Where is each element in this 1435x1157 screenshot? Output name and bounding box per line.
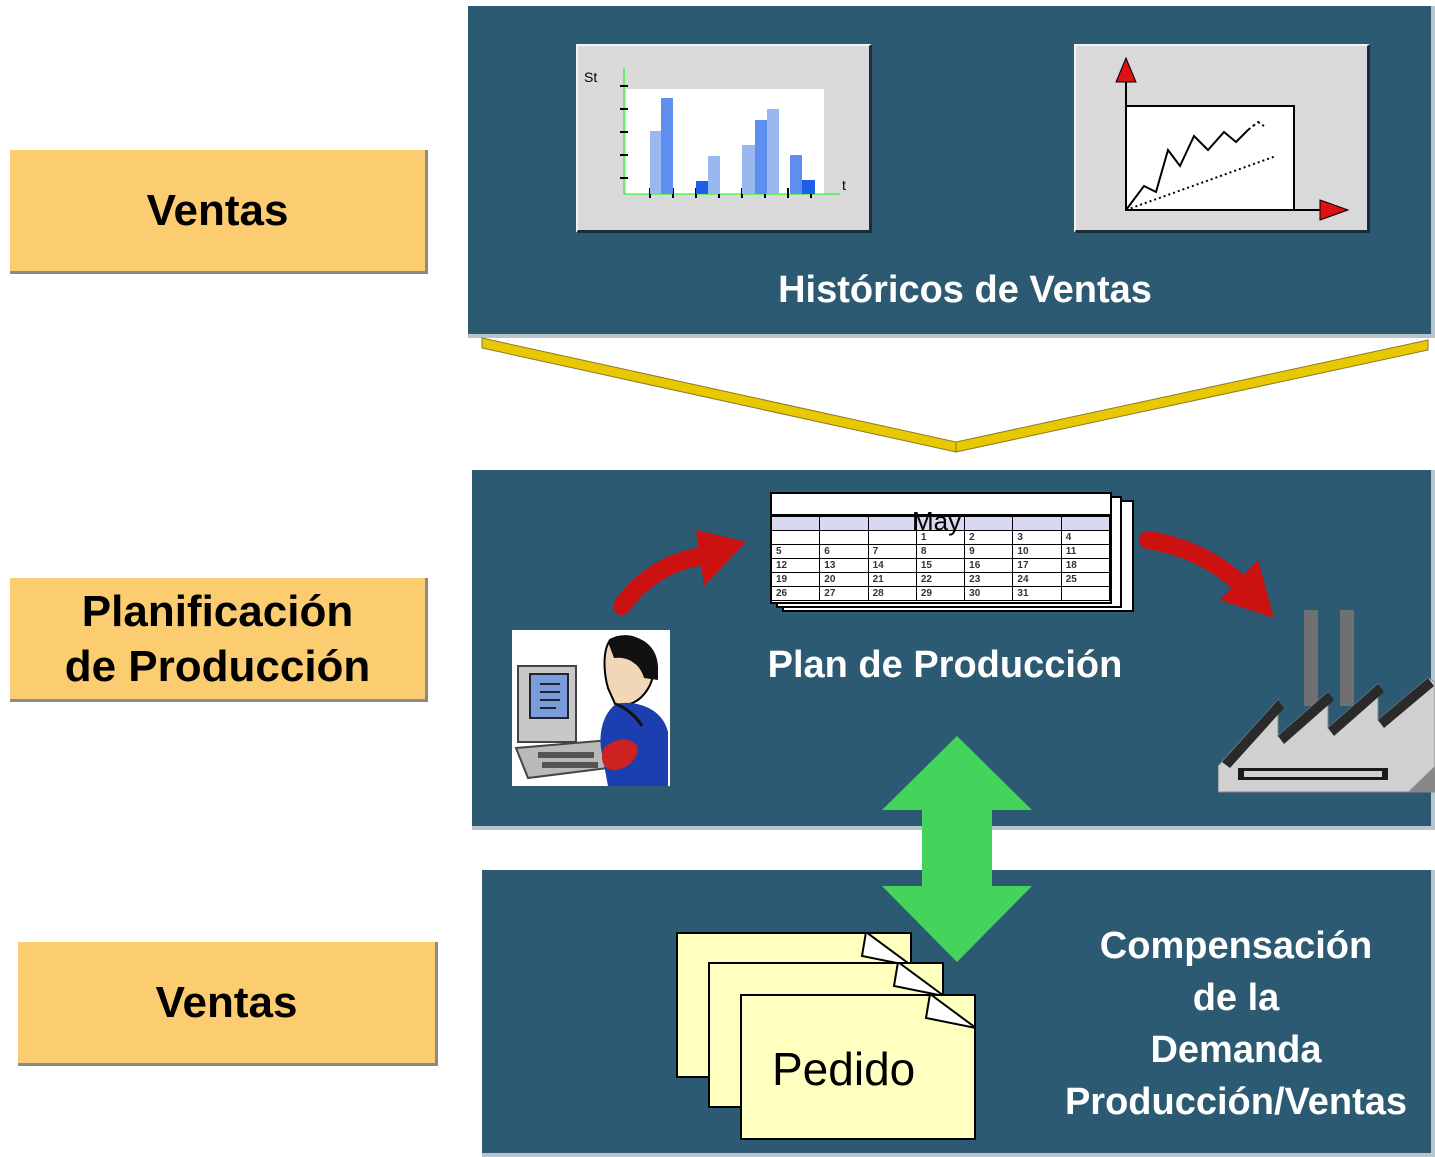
calendar-day-cell: 10 xyxy=(1013,545,1062,559)
document-label: Pedido xyxy=(772,1043,916,1095)
label-ventas-bottom: Ventas xyxy=(18,942,438,1066)
calendar-day-cell: 17 xyxy=(1013,559,1062,573)
calendar-day-cell: 19 xyxy=(772,573,821,587)
calendar-day-cell: 16 xyxy=(965,559,1014,573)
red-arrow-to-calendar xyxy=(613,530,746,615)
calendar-day-cell: 6 xyxy=(820,545,869,559)
calendar-day-cell: 31 xyxy=(1013,587,1062,601)
document-fold xyxy=(860,932,912,967)
double-arrow-icon[interactable] xyxy=(880,734,1034,966)
calendar-day-cell: 28 xyxy=(868,587,917,601)
calendar-day-cell: 3 xyxy=(1013,531,1062,545)
converging-connector xyxy=(481,337,1429,453)
document-stack-icon: Pedido xyxy=(740,994,976,1140)
demand-text-line4: Producción/Ventas xyxy=(1064,1081,1408,1123)
red-arrow-to-factory xyxy=(1139,531,1274,618)
calendar-header-cell xyxy=(772,517,821,531)
calendar-day-cell: 23 xyxy=(965,573,1014,587)
demand-text-line3: Demanda xyxy=(1150,1029,1322,1071)
calendar-day-cell xyxy=(772,531,821,545)
calendar-day-cell: 25 xyxy=(1061,573,1110,587)
calendar-day-cell: 5 xyxy=(772,545,821,559)
person-computer-icon xyxy=(512,630,670,786)
historicos-title: Históricos de Ventas xyxy=(778,269,1152,311)
calendar-day-cell: 29 xyxy=(916,587,966,601)
line-chart-thumbnail xyxy=(1074,44,1370,233)
calendar-day-cell: 1 xyxy=(916,531,966,545)
calendar-day-cell xyxy=(820,531,869,545)
calendar-day-cell: 22 xyxy=(916,573,966,587)
calendar-header-cell xyxy=(1061,517,1110,531)
label-planificacion-line2: de Producción xyxy=(64,641,371,691)
calendar-day-cell: 4 xyxy=(1061,531,1110,545)
calendar-day-cell: 12 xyxy=(772,559,821,573)
bar-chart-icon: St t xyxy=(584,68,846,198)
factory-icon xyxy=(1218,610,1435,793)
bar-chart-thumbnail: St t xyxy=(576,44,872,233)
document-fold xyxy=(892,962,944,997)
calendar-header-cell xyxy=(1013,517,1062,531)
calendar-header-cell xyxy=(916,517,966,531)
calendar-day-cell: 15 xyxy=(916,559,966,573)
calendar-day-cell: 11 xyxy=(1061,545,1110,559)
calendar-day-cell: 8 xyxy=(916,545,966,559)
calendar-day-cell xyxy=(868,531,917,545)
calendar-day-cell: 21 xyxy=(868,573,917,587)
line-chart-icon xyxy=(1115,56,1350,221)
label-planificacion: Planificación de Producción xyxy=(10,578,428,702)
calendar-day-cell: 26 xyxy=(772,587,821,601)
calendar-header-cell xyxy=(965,517,1014,531)
calendar-day-cell: 14 xyxy=(868,559,917,573)
label-ventas-top: Ventas xyxy=(10,150,428,274)
demand-text-line2: de la xyxy=(1192,977,1280,1019)
demand-text: Compensación de la Demanda Producción/Ve… xyxy=(1040,920,1432,1128)
calendar-day-cell: 18 xyxy=(1061,559,1110,573)
calendar-header xyxy=(772,494,1110,516)
calendar-header-cell xyxy=(868,517,917,531)
calendar-day-cell: 7 xyxy=(868,545,917,559)
calendar-day-cell: 20 xyxy=(820,573,869,587)
bar-chart-xlabel: t xyxy=(842,177,846,193)
document-fold xyxy=(924,994,976,1029)
calendar-day-cell xyxy=(1061,587,1110,601)
calendar-day-cell: 30 xyxy=(965,587,1014,601)
calendar-day-cell: 24 xyxy=(1013,573,1062,587)
label-planificacion-line1: Planificación xyxy=(81,586,354,636)
calendar-day-cell: 13 xyxy=(820,559,869,573)
calendar-day-cell: 27 xyxy=(820,587,869,601)
plan-title: Plan de Producción xyxy=(767,644,1123,686)
calendar-header-cell xyxy=(820,517,869,531)
demand-text-line1: Compensación xyxy=(1099,925,1373,967)
bar-chart-ylabel: St xyxy=(584,69,597,85)
calendar-day-cell: 2 xyxy=(965,531,1014,545)
calendar-month: May xyxy=(912,506,962,536)
label-ventas-bottom-text: Ventas xyxy=(155,978,298,1027)
label-ventas-top-text: Ventas xyxy=(146,186,289,235)
calendar-day-cell: 9 xyxy=(965,545,1014,559)
